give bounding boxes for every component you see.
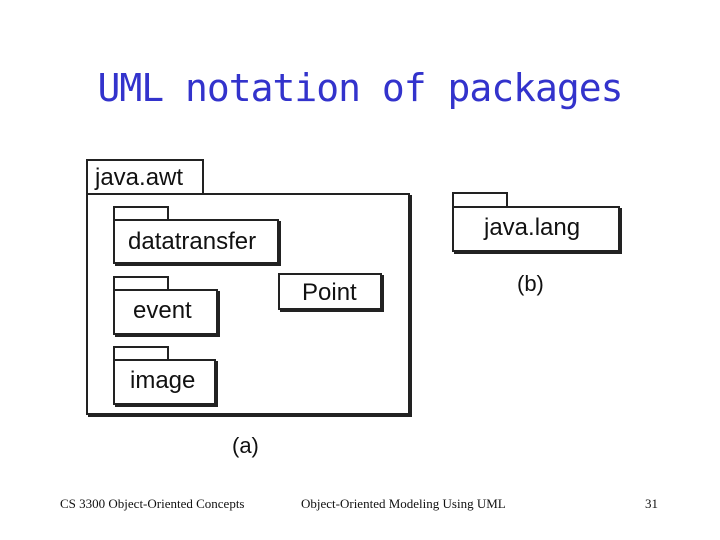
footer-page-number: 31 — [645, 496, 658, 511]
package-tab-datatransfer — [113, 206, 169, 220]
class-label-point: Point — [302, 279, 357, 306]
package-tab-image — [113, 346, 169, 360]
package-body-event — [113, 289, 218, 335]
package-label-java-lang: java.lang — [484, 214, 581, 241]
caption-b: (b) — [517, 271, 544, 296]
package-tab-event — [113, 276, 169, 290]
package-label-image: image — [130, 367, 196, 394]
footer-course: CS 3300 Object-Oriented Concepts — [60, 496, 245, 511]
package-tab-java-lang — [452, 192, 508, 208]
footer-topic: Object-Oriented Modeling Using UML — [301, 496, 506, 511]
caption-a: (a) — [232, 433, 259, 458]
package-body-java-lang — [452, 206, 620, 252]
package-label-datatransfer: datatransfer — [128, 228, 257, 255]
class-body-point — [278, 273, 382, 310]
slide-title: UML notation of packages — [97, 66, 623, 110]
package-label-java-awt: java.awt — [95, 164, 184, 191]
package-body-image — [113, 359, 216, 405]
package-label-event: event — [133, 297, 192, 324]
package-body-datatransfer — [113, 219, 279, 264]
